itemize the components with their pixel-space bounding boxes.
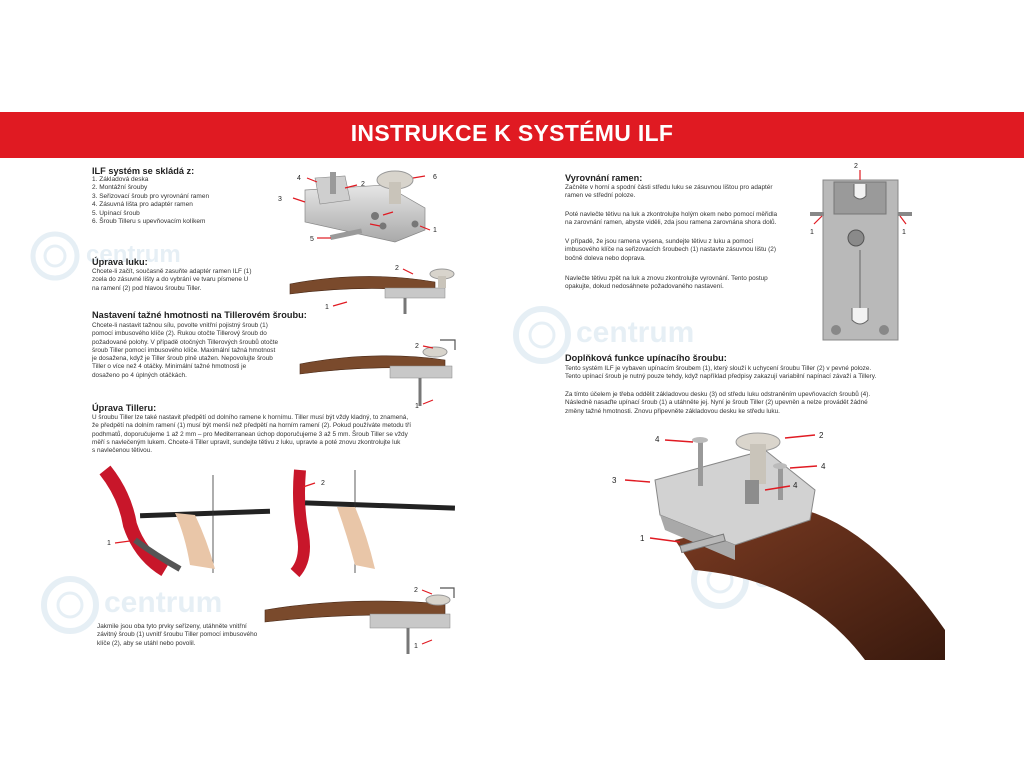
- final-lock-diagram: 2 1: [264, 587, 455, 654]
- limb-fit-diagram: 2 1: [289, 265, 455, 314]
- clamp-screw-diagram: 4 3 1 2 4 4: [612, 431, 945, 660]
- parts-item: 4. Zásuvná lišta pro adaptér ramen: [92, 201, 193, 209]
- limb-pocket-diagram: 2 1 1: [810, 163, 912, 341]
- parts-item: 6. Šroub Tilleru s upevňovacím kolíkem: [92, 218, 206, 226]
- tiller-heading: Úprava Tilleru:: [92, 403, 157, 413]
- alignment-p4: Navlečte tětivu zpět na luk a znovu zkon…: [565, 275, 768, 291]
- alignment-p1: Začněte v horní a spodní části středu lu…: [565, 184, 773, 200]
- callout-2: 2: [819, 431, 824, 440]
- watermark-logo: centrum: [41, 576, 222, 634]
- callout-6: 6: [433, 174, 437, 181]
- watermark-text: centrum: [86, 241, 180, 268]
- callout-4: 4: [655, 435, 660, 444]
- tiller-lower-limb-photo: 1: [99, 465, 271, 577]
- parts-list: 1. Základová deska 2. Montážní šrouby 3.…: [92, 176, 209, 226]
- limb-fit-text: Chcete-li začít, současně zasuňte adapté…: [92, 268, 252, 292]
- callout-1: 1: [810, 229, 814, 236]
- callout-5: 5: [310, 236, 314, 243]
- callout-1: 1: [107, 540, 111, 547]
- callout-2: 2: [395, 265, 399, 272]
- alignment-p3: V případě, že jsou ramena vysena, sundej…: [565, 238, 776, 262]
- callout-1: 1: [415, 403, 419, 410]
- callout-1: 1: [902, 229, 906, 236]
- callout-4: 4: [793, 481, 798, 490]
- callout-3: 3: [612, 476, 617, 485]
- watermark-text: centrum: [576, 316, 694, 349]
- clamp-p1: Tento systém ILF je vybaven upínacím šro…: [565, 365, 877, 381]
- callout-4: 4: [821, 462, 826, 471]
- tiller-text: U šroubu Tiller lze také nastavit předpě…: [92, 414, 411, 455]
- draw-weight-text: Chcete-li nastavit tažnou sílu, povolte …: [92, 322, 279, 379]
- parts-item: 5. Upínací šroub: [92, 209, 140, 217]
- limb-fit-heading: Úprava luku:: [92, 257, 148, 267]
- callout-4: 4: [297, 175, 301, 182]
- callout-2: 2: [414, 587, 418, 594]
- callout-2: 2: [321, 480, 325, 487]
- ilf-parts-diagram: 4 3 5 6 2 1: [278, 170, 437, 243]
- callout-3: 3: [278, 196, 282, 203]
- parts-item: 1. Základová deska: [92, 176, 149, 183]
- draw-weight-diagram: 2 1: [299, 339, 456, 410]
- callout-2: 2: [415, 343, 419, 350]
- alignment-p2: Poté navlečte tětivu na luk a zkontroluj…: [565, 211, 778, 227]
- parts-heading: ILF systém se skládá z:: [92, 166, 195, 176]
- clamp-heading: Doplňková funkce upínacího šroubu:: [565, 353, 727, 363]
- watermark-text: centrum: [104, 586, 222, 619]
- callout-1: 1: [640, 534, 645, 543]
- title-banner: INSTRUKCE K SYSTÉMU ILF: [0, 112, 1024, 158]
- callout-1: 1: [325, 304, 329, 311]
- alignment-heading: Vyrovnání ramen:: [565, 173, 643, 183]
- final-text: Jakmile jsou oba tyto prvky seřízeny, ut…: [97, 623, 258, 647]
- callout-2: 2: [854, 163, 858, 170]
- tiller-upper-limb-photo: 2: [290, 469, 456, 578]
- parts-item: 3. Seřizovací šroub pro vyrovnání ramen: [92, 192, 210, 200]
- parts-item: 2. Montážní šrouby: [92, 184, 148, 192]
- watermark-logo: centrum: [30, 231, 180, 281]
- watermark-logo: centrum: [513, 306, 694, 364]
- callout-1: 1: [414, 643, 418, 650]
- callout-1: 1: [433, 227, 437, 234]
- draw-weight-heading: Nastavení tažné hmotnosti na Tillerovém …: [92, 310, 307, 320]
- callout-2: 2: [361, 181, 365, 188]
- clamp-p2: Za tímto účelem je třeba oddělit základo…: [565, 391, 871, 415]
- page-title: INSTRUKCE K SYSTÉMU ILF: [350, 120, 674, 146]
